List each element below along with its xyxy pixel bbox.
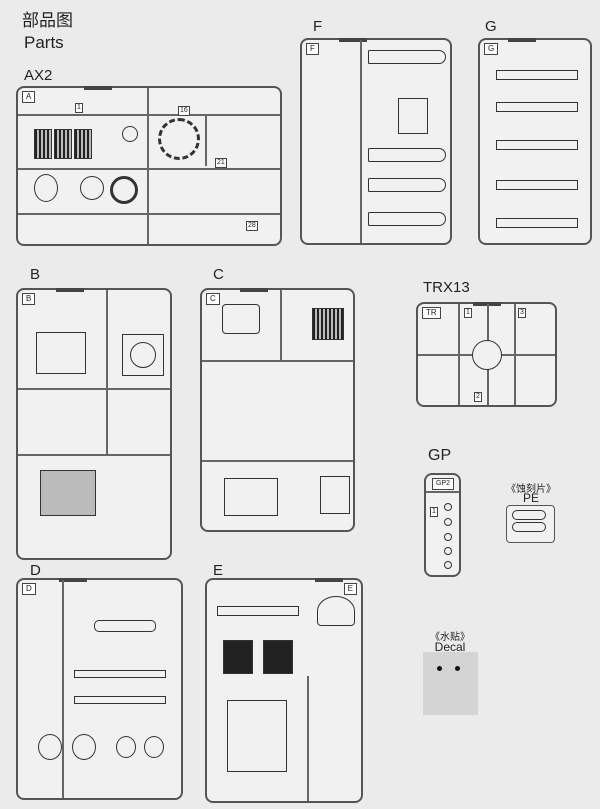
hub-part bbox=[38, 734, 62, 760]
box-part bbox=[224, 478, 278, 516]
sprue-label-gp: GP bbox=[428, 447, 452, 464]
radiator-core-part bbox=[263, 640, 293, 674]
ring-part bbox=[34, 174, 58, 202]
bracket-part bbox=[36, 332, 86, 374]
axle-part bbox=[94, 620, 156, 632]
rail-part bbox=[496, 70, 578, 80]
sprocket-part bbox=[158, 118, 200, 160]
decal-sheet bbox=[423, 652, 478, 715]
title-cn: 部品图 bbox=[22, 11, 73, 30]
radiator-core-part bbox=[223, 640, 253, 674]
sprue-trx13: TR 1 2 3 bbox=[416, 302, 557, 407]
beam-part bbox=[217, 606, 299, 616]
grille-part bbox=[34, 129, 52, 159]
sprue-label-g: G bbox=[485, 18, 497, 35]
axle-housing-part bbox=[40, 470, 96, 516]
sprue-tag: F bbox=[306, 43, 319, 55]
grille-part bbox=[74, 129, 92, 159]
decal-label-cn: 《水贴》 bbox=[430, 632, 470, 643]
sprue-tag: A bbox=[22, 91, 36, 103]
cover-part bbox=[317, 596, 355, 626]
sprue-c: C bbox=[200, 288, 355, 532]
part-number: 21 bbox=[215, 158, 227, 168]
rail-part bbox=[496, 102, 578, 112]
rail-part bbox=[496, 218, 578, 228]
body-panel-part bbox=[227, 700, 287, 772]
plate-part bbox=[398, 98, 428, 134]
sprue-gp: GP2 1 bbox=[424, 473, 461, 577]
box-part bbox=[320, 476, 350, 514]
part-number: 1 bbox=[464, 308, 472, 318]
radiator-part bbox=[312, 308, 344, 340]
rail-part bbox=[496, 140, 578, 150]
wheel-part bbox=[110, 176, 138, 204]
sprue-b: B bbox=[16, 288, 172, 560]
sprue-tag: G bbox=[484, 43, 499, 55]
beam-part bbox=[74, 670, 166, 678]
sprue-tag: GP2 bbox=[432, 478, 455, 490]
grille-part bbox=[54, 129, 72, 159]
hub-part bbox=[72, 734, 96, 760]
pe-label-cn: 《蚀刻片》 bbox=[506, 484, 556, 495]
rail-part bbox=[496, 180, 578, 190]
sprue-label-b: B bbox=[30, 266, 41, 283]
hub-part bbox=[80, 176, 104, 200]
sprue-label-ax2: AX2 bbox=[24, 67, 53, 84]
sprue-f: F bbox=[300, 38, 452, 245]
sprue-label-c: C bbox=[213, 266, 224, 283]
sprue-tag: D bbox=[22, 583, 36, 595]
sprue-tag: C bbox=[206, 293, 220, 305]
sprue-a: A 1 16 21 28 bbox=[16, 86, 282, 246]
sprue-tag: E bbox=[343, 583, 357, 595]
ring-part bbox=[130, 342, 156, 368]
part-number: 3 bbox=[518, 308, 526, 318]
sprue-e: E bbox=[205, 578, 363, 803]
sprue-d: D bbox=[16, 578, 183, 800]
beam-part bbox=[74, 696, 166, 704]
ring-part bbox=[122, 126, 138, 142]
sprue-g: G bbox=[478, 38, 592, 245]
part-number: 28 bbox=[246, 221, 258, 231]
drum-part bbox=[116, 736, 136, 758]
fender-part bbox=[368, 178, 446, 192]
pe-label: PE bbox=[522, 491, 539, 505]
part-number: 16 bbox=[178, 106, 190, 116]
sprue-label-f: F bbox=[313, 18, 323, 35]
photo-etch-fret bbox=[506, 505, 555, 543]
part-number: 1 bbox=[75, 103, 83, 113]
fender-part bbox=[368, 148, 446, 162]
decal-label: Decal bbox=[434, 640, 466, 654]
part-number: 1 bbox=[430, 507, 438, 517]
fender-part bbox=[368, 212, 446, 226]
title-en: Parts bbox=[24, 33, 64, 52]
sprue-tag: B bbox=[22, 293, 36, 305]
fender-part bbox=[368, 50, 446, 64]
cover-part bbox=[222, 304, 260, 334]
sprue-label-d: D bbox=[30, 562, 41, 579]
sprue-tag: TR bbox=[422, 307, 441, 319]
sprue-label-e: E bbox=[213, 562, 224, 579]
drum-part bbox=[144, 736, 164, 758]
sprue-label-trx13: TRX13 bbox=[423, 279, 470, 296]
center-ring bbox=[472, 340, 502, 370]
panel-part bbox=[122, 334, 164, 376]
part-number: 2 bbox=[474, 392, 482, 402]
